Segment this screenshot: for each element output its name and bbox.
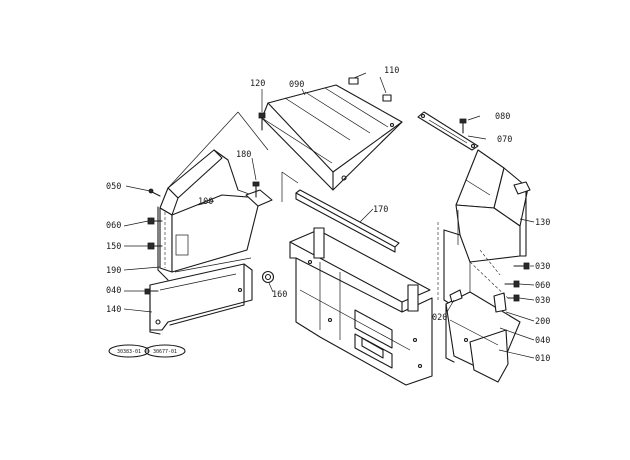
support-bar <box>295 189 400 253</box>
part-label-030-lower: 030 <box>535 296 550 306</box>
part-label-150: 150 <box>106 242 121 252</box>
right-lower-panel <box>445 291 521 383</box>
strap-bracket <box>417 111 479 151</box>
part-label-200: 200 <box>535 317 550 327</box>
part-label-120: 120 <box>250 79 265 89</box>
part-label-110: 110 <box>384 66 399 76</box>
right-side-panel <box>443 149 531 311</box>
part-label-130: 130 <box>535 218 550 228</box>
part-label-050: 050 <box>106 182 121 192</box>
part-label-070: 070 <box>497 135 512 145</box>
part-label-160: 160 <box>272 290 287 300</box>
part-label-040-left: 040 <box>106 286 121 296</box>
left-fasteners <box>144 181 260 295</box>
grommet <box>261 270 275 284</box>
part-label-090: 090 <box>289 80 304 90</box>
screw-120 <box>258 112 266 131</box>
part-number-labels: 120 090 110 080 070 180 050 100 170 130 … <box>106 66 550 364</box>
left-side-panel <box>157 149 273 281</box>
ref-code-2: 30677-01 <box>153 349 177 355</box>
part-label-010: 010 <box>535 354 550 364</box>
leader-lines <box>123 72 535 359</box>
part-label-100: 100 <box>198 197 213 207</box>
clip-parts <box>348 77 392 102</box>
top-cover-panel <box>261 84 403 191</box>
part-label-060-left: 060 <box>106 221 121 231</box>
screw-070 <box>459 118 467 134</box>
part-label-170: 170 <box>373 205 388 215</box>
right-fasteners <box>449 262 530 303</box>
hidden-lines <box>437 222 511 301</box>
ref-code-1: 30383-01 <box>117 349 141 355</box>
assembly-guide-lines <box>167 111 299 202</box>
part-label-060-right: 060 <box>535 281 550 291</box>
part-label-190: 190 <box>106 266 121 276</box>
part-label-020: 020 <box>432 313 447 323</box>
part-label-080: 080 <box>495 112 510 122</box>
part-label-040-right: 040 <box>535 336 550 346</box>
part-label-030-upper: 030 <box>535 262 550 272</box>
lower-left-bracket <box>149 257 253 335</box>
center-frame <box>289 227 433 386</box>
part-label-180: 180 <box>236 150 251 160</box>
reference-codes: 30383-01 30677-01 <box>108 344 186 358</box>
part-label-140: 140 <box>106 305 121 315</box>
